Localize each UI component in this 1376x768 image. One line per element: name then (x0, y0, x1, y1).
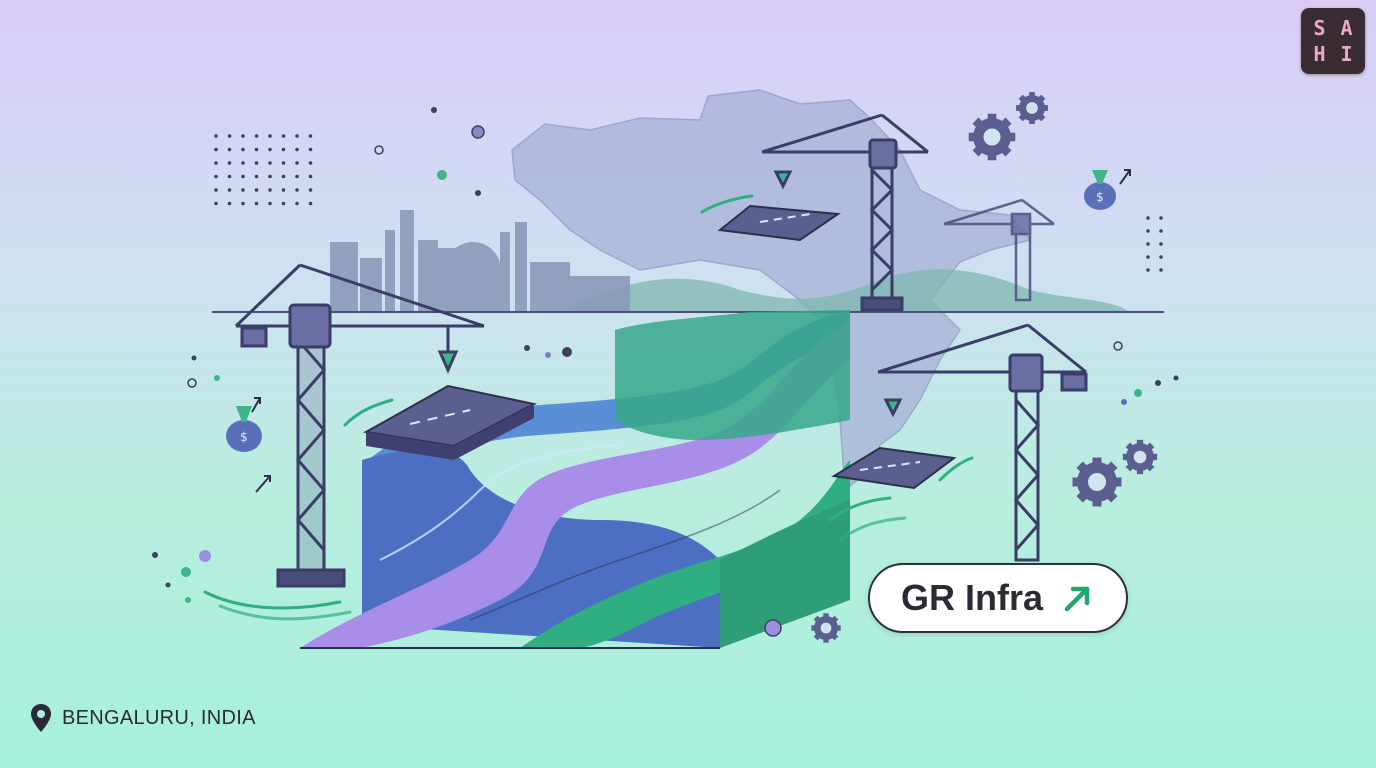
location-label: BENGALURU, INDIA (30, 703, 256, 733)
svg-text:$: $ (240, 430, 248, 444)
logo-letter: I (1340, 42, 1353, 66)
motion-lines (203, 194, 974, 621)
hills (560, 269, 1130, 312)
winding-road (300, 310, 850, 649)
money-bag-icon: $ (226, 397, 271, 493)
dot-grid-left (214, 134, 313, 206)
money-bag-icon: $ (1084, 169, 1131, 210)
road-slab-top (717, 204, 841, 242)
crane-left (234, 263, 485, 588)
decorative-dots (152, 107, 1179, 637)
company-name: GR Infra (900, 577, 1043, 618)
logo-letter: A (1340, 16, 1353, 40)
crane-top-center (761, 113, 929, 312)
crane-right-small (943, 198, 1055, 302)
road-slab-right (831, 446, 957, 490)
road-slab-left (363, 384, 537, 460)
dot-grid-right (1146, 216, 1163, 272)
company-badge[interactable]: GR Infra (868, 563, 1128, 633)
svg-text:$: $ (1096, 190, 1104, 204)
brand-logo: S A H I (1301, 8, 1365, 74)
crane-right (877, 323, 1088, 562)
logo-letter: S (1313, 16, 1326, 40)
trend-up-arrow-icon (1064, 586, 1090, 612)
india-map (511, 89, 1032, 492)
map-pin-icon (31, 704, 51, 732)
gear-icon (811, 92, 1158, 643)
city-skyline (330, 210, 630, 312)
location-text: BENGALURU, INDIA (62, 706, 256, 729)
logo-letter: H (1313, 42, 1326, 66)
